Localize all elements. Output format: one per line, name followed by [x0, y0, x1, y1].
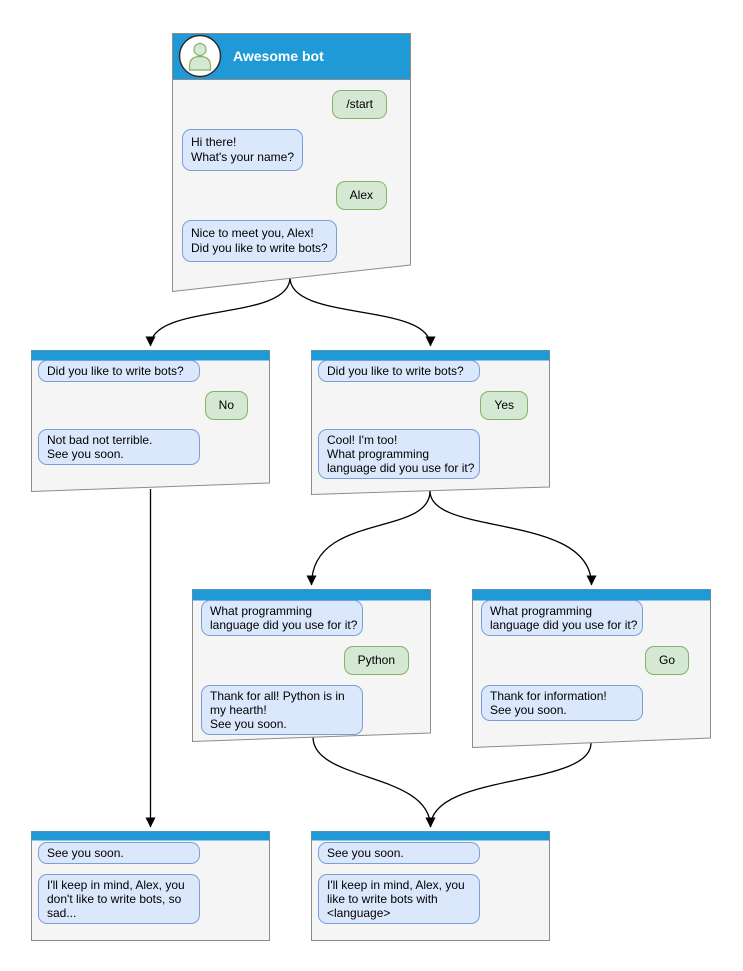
user-message-bubble: /start [332, 90, 387, 119]
bot-message-bubble: What programming language did you use fo… [201, 600, 363, 636]
bot-message-bubble: I'll keep in mind, Alex, you like to wri… [318, 874, 480, 924]
chat-title: Awesome bot [233, 48, 324, 64]
bot-message-bubble: Did you like to write bots? [38, 360, 200, 382]
bot-message-bubble: See you soon. [318, 842, 480, 864]
edge-python-to-end [312, 736, 436, 828]
user-message-bubble: Yes [480, 391, 528, 420]
bot-message-bubble: See you soon. [38, 842, 200, 864]
edge-yes-to-go [429, 490, 597, 586]
bot-message-bubble: What programming language did you use fo… [481, 600, 643, 636]
chat-window-main: Awesome bot /start Hi there! What's your… [172, 33, 411, 292]
bot-message-bubble: Thank for all! Python is in my hearth! S… [201, 685, 363, 735]
edge-yes-to-python [306, 490, 431, 586]
user-message-bubble: Go [644, 646, 689, 675]
chat-window-branch-yes: Did you like to write bots? Yes Cool! I'… [311, 350, 550, 495]
edge-main-to-yes [289, 277, 436, 347]
chat-window-branch-go: What programming language did you use fo… [472, 589, 711, 748]
user-message-bubble: Alex [335, 181, 387, 210]
chat-window-branch-no: Did you like to write bots? No Not bad n… [31, 350, 270, 492]
chat-window-end-like: See you soon. I'll keep in mind, Alex, y… [311, 831, 550, 941]
bot-message-bubble: Nice to meet you, Alex! Did you like to … [182, 220, 337, 262]
bot-message-bubble: Did you like to write bots? [318, 360, 480, 382]
user-message-bubble: No [204, 391, 248, 420]
user-message-bubble: Python [343, 646, 409, 675]
bot-message-bubble: Hi there! What's your name? [182, 129, 304, 171]
edge-go-to-end [425, 742, 592, 828]
bot-avatar-person-icon [178, 34, 222, 78]
chat-window-branch-python: What programming language did you use fo… [192, 589, 431, 742]
edge-main-to-no [145, 277, 291, 347]
bot-message-bubble: Thank for information! See you soon. [481, 685, 643, 721]
bot-message-bubble: Not bad not terrible. See you soon. [38, 429, 200, 465]
chat-window-end-dont-like: See you soon. I'll keep in mind, Alex, y… [31, 831, 270, 941]
bot-message-bubble: Cool! I'm too! What programming language… [318, 429, 480, 479]
bot-message-bubble: I'll keep in mind, Alex, you don't like … [38, 874, 200, 924]
